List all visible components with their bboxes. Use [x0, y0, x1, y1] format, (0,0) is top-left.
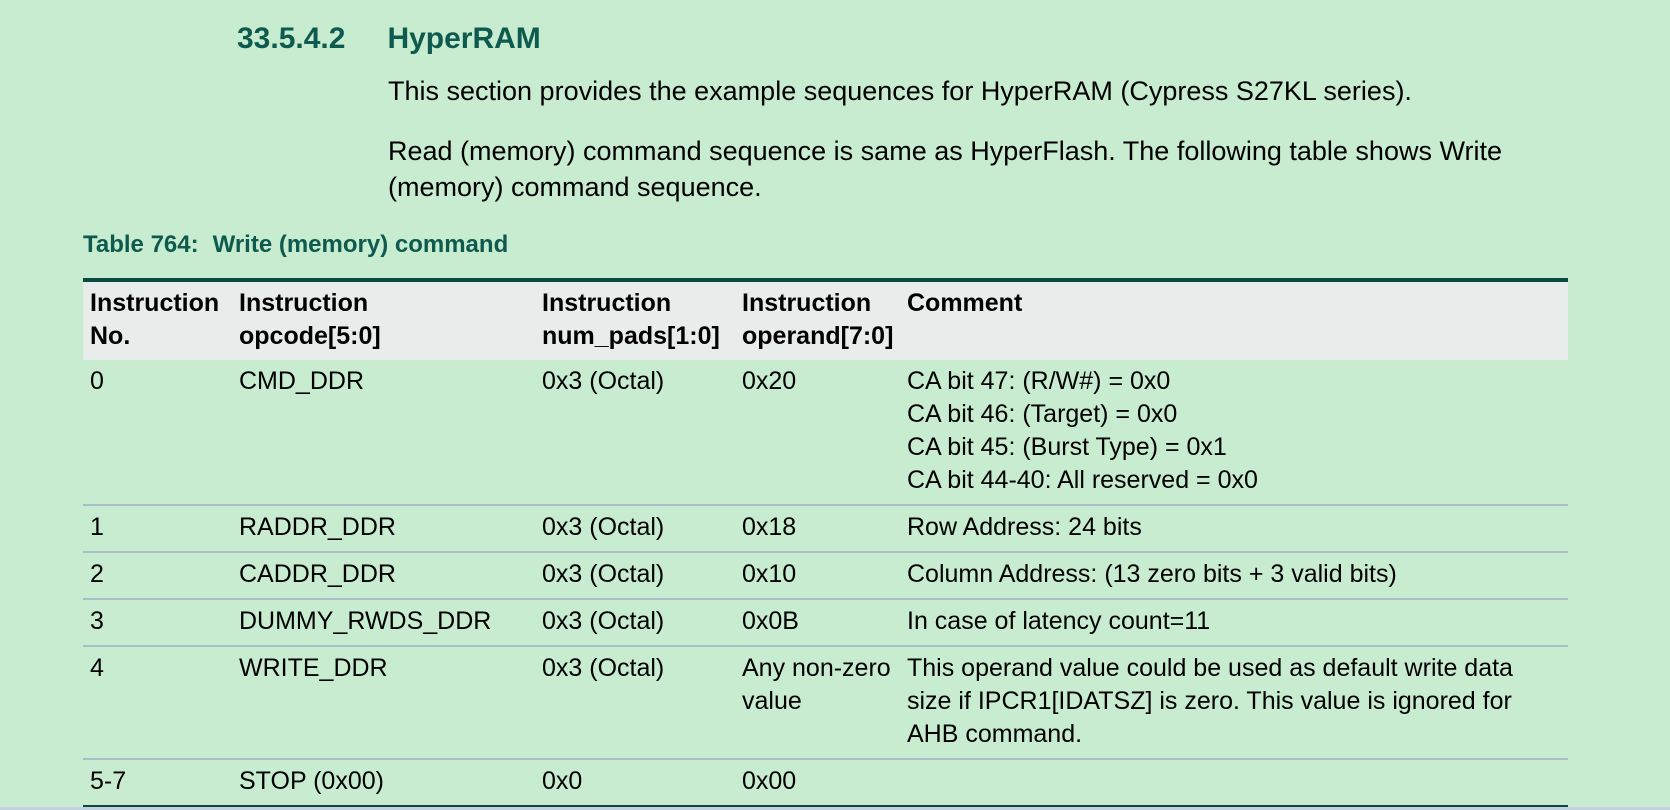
cell-operand: 0x10 [735, 551, 900, 599]
cell-comment: In case of latency count=11 [900, 598, 1568, 646]
cell-operand: 0x0B [735, 598, 900, 646]
table-caption-title: Write (memory) command [212, 231, 509, 258]
section-number: 33.5.4.2 [237, 22, 346, 55]
cell-comment [900, 758, 1568, 807]
table-caption: Table 764: Write (memory) command [83, 231, 508, 259]
section-title: HyperRAM [387, 22, 541, 55]
cell-comment: CA bit 47: (R/W#) = 0x0 CA bit 46: (Targ… [907, 367, 1258, 494]
paragraph-read-write: Read (memory) command sequence is same a… [388, 136, 1502, 202]
table-row: 1 RADDR_DDR 0x3 (Octal) 0x18 Row Address… [83, 504, 1568, 552]
cell-comment: Row Address: 24 bits [900, 504, 1568, 552]
cell-opcode: RADDR_DDR [232, 504, 535, 552]
cell-instruction-no: 1 [83, 504, 232, 552]
cell-instruction-no: 5-7 [83, 758, 232, 807]
cell-comment: Column Address: (13 zero bits + 3 valid … [900, 551, 1568, 599]
table-row: 2 CADDR_DDR 0x3 (Octal) 0x10 Column Addr… [83, 551, 1568, 599]
column-header-instruction-no: Instruction No. [83, 280, 232, 360]
cell-num-pads: 0x3 (Octal) [535, 645, 735, 759]
column-header-comment: Comment [900, 280, 1568, 360]
write-command-table-wrap: Instruction No. Instruction opcode[5:0] … [83, 278, 1568, 809]
table-header-row: Instruction No. Instruction opcode[5:0] … [83, 280, 1568, 360]
cell-opcode: WRITE_DDR [232, 645, 535, 759]
paragraph-intro: This section provides the example sequen… [388, 76, 1412, 106]
column-header-instruction-operand: Instruction operand[7:0] [735, 280, 900, 360]
cell-num-pads: 0x3 (Octal) [542, 367, 665, 395]
cell-num-pads: 0x3 (Octal) [535, 504, 735, 552]
cell-opcode: STOP (0x00) [232, 758, 535, 807]
section-heading: 33.5.4.2 HyperRAM [237, 22, 541, 55]
write-command-table: Instruction No. Instruction opcode[5:0] … [83, 278, 1568, 809]
cell-opcode: CMD_DDR [239, 367, 364, 395]
table-row: 3 DUMMY_RWDS_DDR 0x3 (Octal) 0x0B In cas… [83, 598, 1568, 646]
cell-operand: 0x20 [742, 367, 797, 395]
cell-opcode: CADDR_DDR [232, 551, 535, 599]
cell-operand: 0x00 [735, 758, 900, 807]
cell-num-pads: 0x3 (Octal) [535, 598, 735, 646]
table-caption-label: Table 764: [83, 231, 199, 258]
cell-instruction-no: 4 [83, 645, 232, 759]
cell-instruction-no: 0 [90, 367, 104, 395]
cell-num-pads: 0x0 [535, 758, 735, 807]
table-row: 4 WRITE_DDR 0x3 (Octal) Any non-zero val… [83, 645, 1568, 759]
cell-instruction-no: 2 [83, 551, 232, 599]
cell-num-pads: 0x3 (Octal) [535, 551, 735, 599]
cell-comment: This operand value could be used as defa… [900, 645, 1568, 759]
table-row: 5-7 STOP (0x00) 0x0 0x00 [83, 758, 1568, 807]
column-header-instruction-num-pads: Instruction num_pads[1:0] [535, 280, 735, 360]
cell-operand: 0x18 [735, 504, 900, 552]
column-header-instruction-opcode: Instruction opcode[5:0] [232, 280, 535, 360]
window-bottom-edge [0, 807, 1670, 810]
cell-operand: Any non-zero value [735, 645, 900, 759]
table-row: 0 CMD_DDR 0x3 (Octal) 0x20 CA bit 47: (R… [83, 360, 1568, 505]
cell-instruction-no: 3 [83, 598, 232, 646]
cell-opcode: DUMMY_RWDS_DDR [232, 598, 535, 646]
